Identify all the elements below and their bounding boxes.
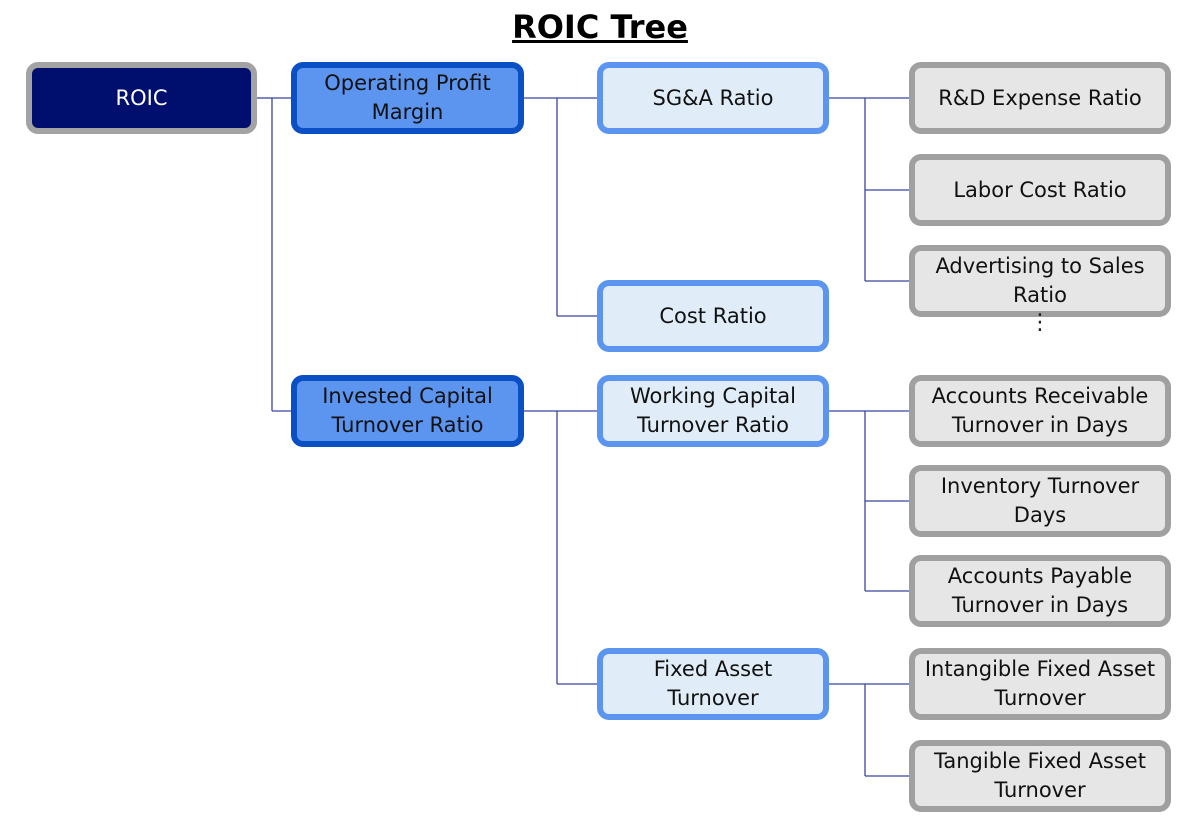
node-working-capital-turnover-ratio: Working Capital Turnover Ratio: [597, 375, 829, 447]
node-label: Operating Profit Margin: [324, 71, 491, 124]
node-accounts-receivable-turnover-in-days: Accounts Receivable Turnover in Days: [909, 375, 1171, 447]
node-label: SG&A Ratio: [652, 85, 774, 110]
node-accounts-payable-turnover-in-days: Accounts Payable Turnover in Days: [909, 555, 1171, 627]
node-label: Labor Cost Ratio: [953, 177, 1127, 202]
more-items-ellipsis: ⋮: [1029, 310, 1051, 335]
node-sga-ratio: SG&A Ratio: [597, 62, 829, 134]
node-label: Working Capital Turnover Ratio: [630, 384, 796, 437]
node-tangible-fixed-asset-turnover: Tangible Fixed Asset Turnover: [909, 740, 1171, 812]
node-label: Fixed Asset Turnover: [653, 657, 773, 710]
node-inventory-turnover-days: Inventory Turnover Days: [909, 465, 1171, 537]
node-operating-profit-margin: Operating Profit Margin: [291, 62, 524, 134]
node-label: Accounts Payable Turnover in Days: [947, 564, 1133, 617]
node-roic: ROIC: [26, 62, 257, 134]
node-cost-ratio: Cost Ratio: [597, 280, 829, 352]
node-labor-cost-ratio: Labor Cost Ratio: [909, 154, 1171, 226]
node-label: ROIC: [115, 85, 168, 110]
node-label: Invested Capital Turnover Ratio: [322, 384, 493, 437]
node-label: Intangible Fixed Asset Turnover: [924, 657, 1156, 710]
node-label: Tangible Fixed Asset Turnover: [934, 749, 1146, 802]
diagram-title: ROIC Tree: [512, 8, 688, 46]
node-label: Advertising to Sales Ratio: [935, 254, 1145, 307]
node-label: Cost Ratio: [659, 303, 767, 328]
node-rd-expense-ratio: R&D Expense Ratio: [909, 62, 1171, 134]
node-label: R&D Expense Ratio: [938, 85, 1142, 110]
node-label: Inventory Turnover Days: [940, 474, 1140, 527]
node-intangible-fixed-asset-turnover: Intangible Fixed Asset Turnover: [909, 648, 1171, 720]
node-label: Accounts Receivable Turnover in Days: [931, 384, 1149, 437]
node-invested-capital-turnover-ratio: Invested Capital Turnover Ratio: [291, 375, 524, 447]
node-advertising-to-sales-ratio: Advertising to Sales Ratio: [909, 245, 1171, 317]
node-fixed-asset-turnover: Fixed Asset Turnover: [597, 648, 829, 720]
